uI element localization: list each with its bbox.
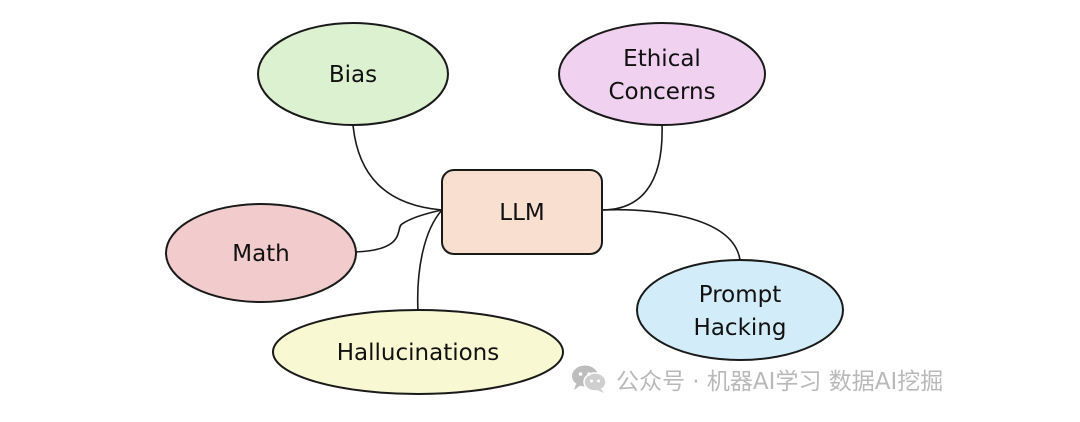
node-prompt-hacking: Prompt Hacking (636, 259, 844, 361)
node-math-shape (165, 203, 357, 303)
node-ethical-concerns: Ethical Concerns (558, 22, 766, 126)
node-bias-label: Bias (329, 62, 377, 88)
connector-math (354, 209, 443, 253)
node-ethical-concerns-shape (558, 22, 766, 126)
node-bias-shape (257, 22, 449, 126)
connectors (352, 123, 741, 313)
node-ethical-concerns-label-line2: Concerns (608, 79, 715, 105)
connector-prompt (601, 208, 741, 261)
node-llm-shape (441, 169, 603, 255)
node-hallucinations-label: Hallucinations (337, 340, 500, 366)
watermark-text: 公众号 · 机器AI学习 数据AI挖掘 (616, 369, 944, 395)
connector-bias (352, 124, 443, 211)
node-llm-label: LLM (499, 200, 544, 226)
node-hallucinations-shape (272, 309, 564, 395)
node-prompt-hacking-label-line1: Prompt (699, 282, 782, 308)
wechat-icon (572, 365, 607, 393)
node-hallucinations: Hallucinations (272, 309, 564, 395)
node-prompt-hacking-shape (636, 259, 844, 361)
node-prompt-hacking-label-line2: Hacking (694, 315, 787, 341)
node-math-label: Math (232, 241, 290, 267)
node-ethical-concerns-label-line1: Ethical (623, 46, 701, 72)
connector-ethical (601, 123, 663, 211)
connector-hallucinations (416, 209, 443, 313)
watermark: 公众号 · 机器AI学习 数据AI挖掘 (570, 362, 943, 396)
node-llm: LLM (441, 169, 603, 255)
node-bias: Bias (257, 22, 449, 126)
node-math: Math (165, 203, 357, 303)
